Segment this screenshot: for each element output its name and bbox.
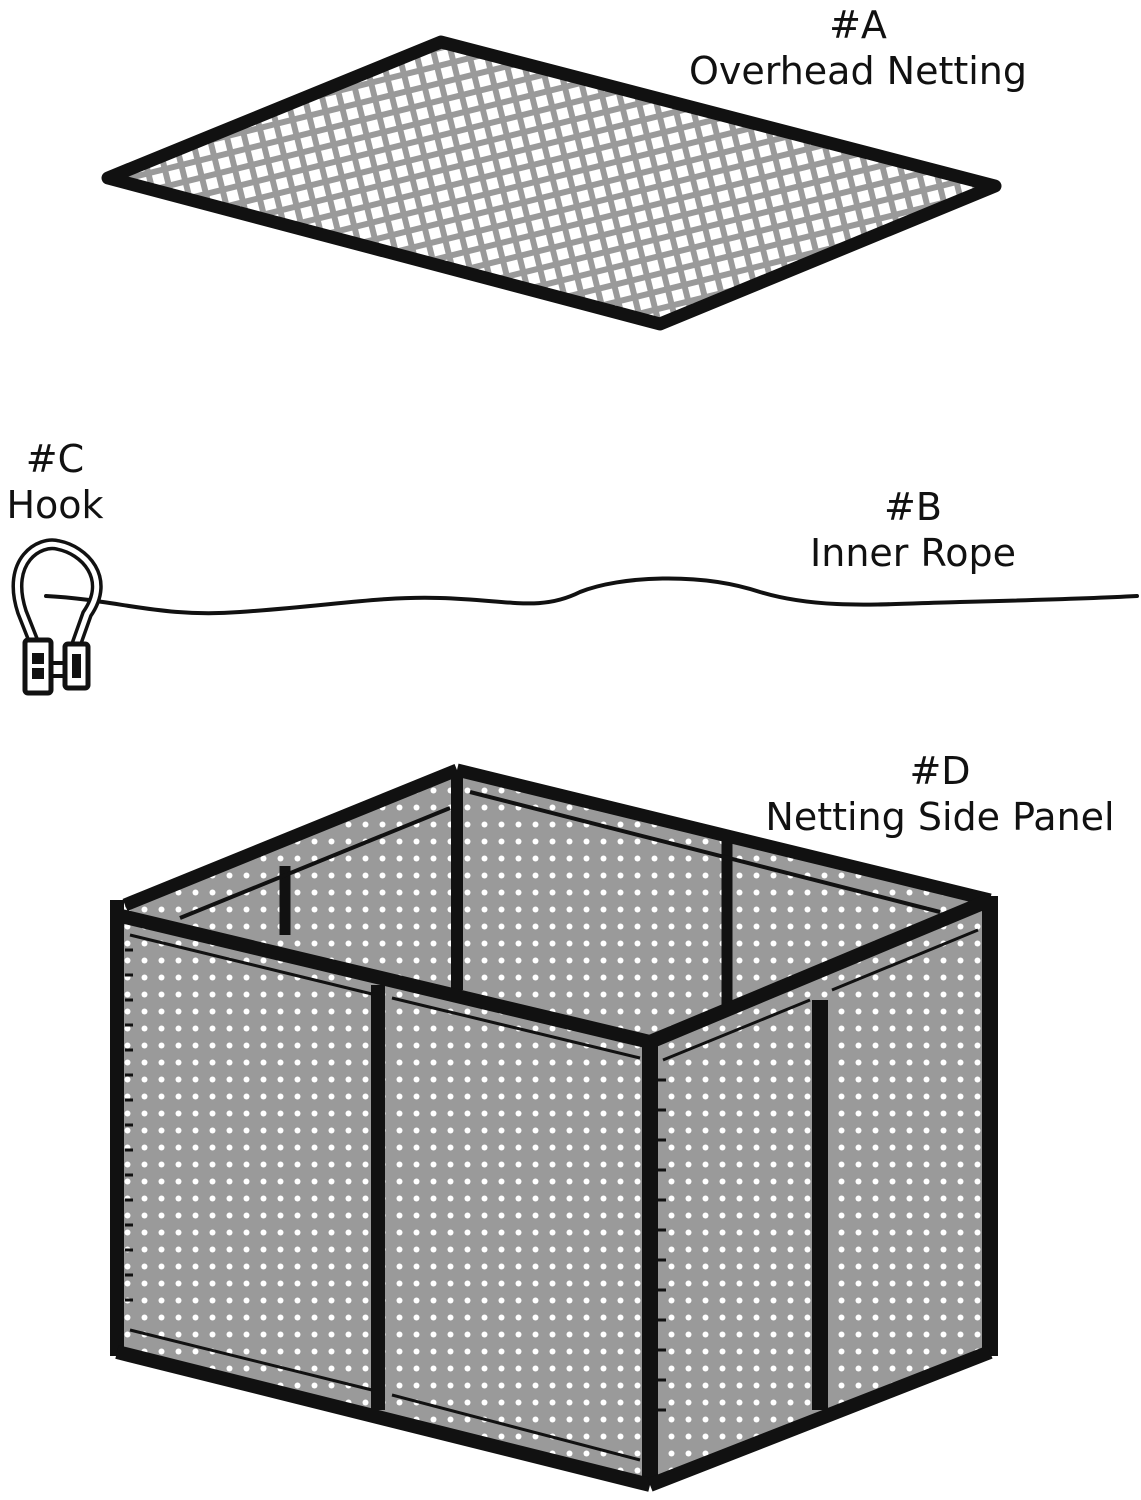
label-overhead-netting: #A Overhead Netting	[689, 2, 1027, 94]
label-name: Overhead Netting	[688, 49, 1028, 93]
inner-rope	[44, 576, 1139, 616]
label-code: #C	[25, 437, 85, 481]
label-netting-side-panel: #D Netting Side Panel	[765, 748, 1114, 840]
netting-side-panel	[110, 763, 998, 1492]
label-code: #D	[909, 749, 971, 793]
label-name: Netting Side Panel	[765, 795, 1115, 839]
side-panel-lacing	[125, 948, 666, 1412]
label-name: Hook	[6, 483, 104, 527]
hook-icon	[11, 538, 103, 696]
overhead-netting	[101, 35, 1002, 331]
label-inner-rope: #B Inner Rope	[810, 484, 1016, 576]
label-code: #A	[829, 3, 887, 47]
label-code: #B	[884, 485, 942, 529]
label-name: Inner Rope	[810, 531, 1016, 575]
label-hook: #C Hook	[6, 436, 103, 528]
